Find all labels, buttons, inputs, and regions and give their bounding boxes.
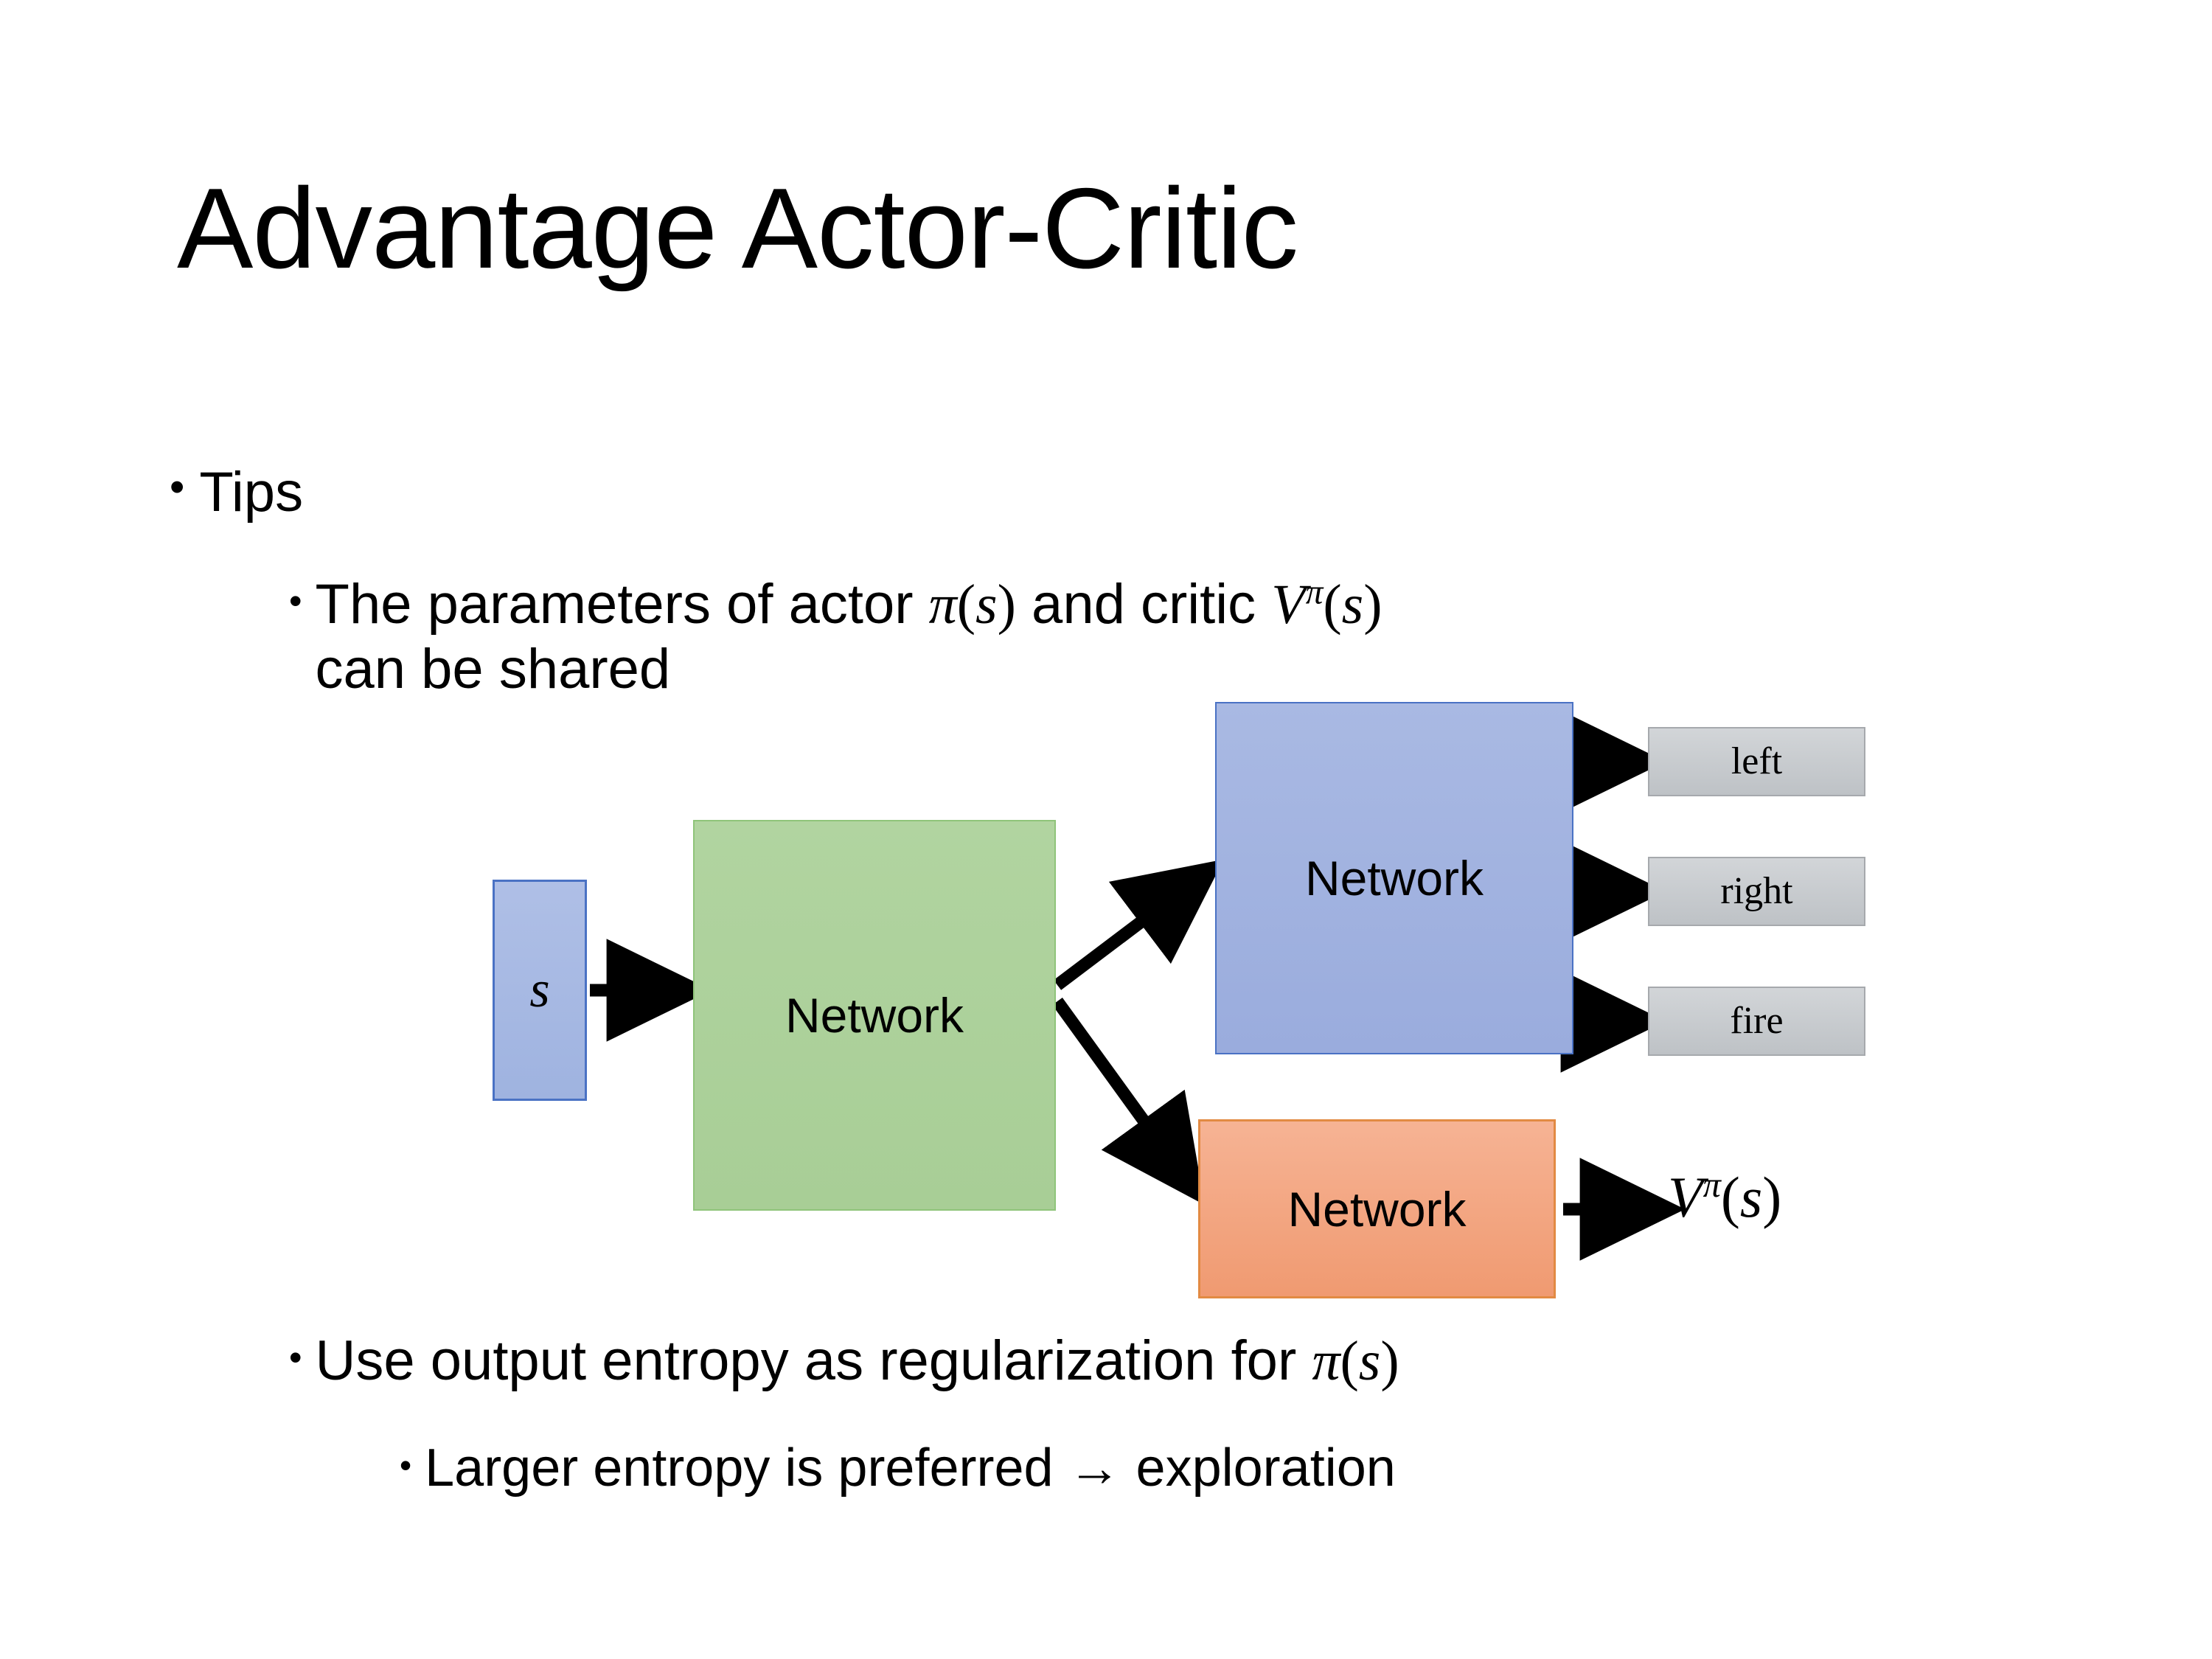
bullet-dot-icon: • [289, 1337, 302, 1378]
bullet-output-entropy-label: Use output entropy as regularization for… [316, 1329, 1399, 1394]
arrow-shared-to-actor [1053, 859, 1224, 990]
bullet-dot-icon: • [400, 1446, 412, 1484]
input-state-label: s [529, 961, 550, 1018]
action-box-left[interactable]: left [1648, 727, 1865, 796]
action-box-right[interactable]: right [1648, 857, 1865, 926]
params-text-pre: The parameters of actor [315, 573, 929, 636]
critic-value-formula: Vπ(s) [1668, 1165, 1782, 1229]
bullet-dot-icon: • [170, 463, 185, 511]
shared-network-box[interactable]: Network [693, 820, 1056, 1211]
action-box-fire[interactable]: fire [1648, 987, 1865, 1056]
actor-network-label: Network [1304, 851, 1484, 905]
arrow-shared-to-critic [1052, 998, 1205, 1206]
params-text-mid: and critic [1015, 573, 1272, 636]
action-label-left: left [1731, 740, 1783, 782]
actor-pi-of-s: π(s) [928, 574, 1016, 636]
bullet-tips: • Tips [170, 460, 303, 525]
bullet-shared-parameters-label: The parameters of actor π(s) and critic … [316, 572, 1382, 702]
action-label-right: right [1720, 870, 1793, 912]
entropy-text-pre: Use output entropy as regularization for [315, 1329, 1312, 1392]
critic-value-output: Vπ(s) [1668, 1164, 1781, 1231]
critic-network-box[interactable]: Network [1198, 1119, 1556, 1298]
critic-v-pi-of-s: Vπ(s) [1271, 573, 1382, 636]
bullet-tips-label: Tips [199, 461, 304, 524]
params-text-line2: can be shared [315, 638, 671, 701]
bullet-output-entropy: • Use output entropy as regularization f… [289, 1329, 1399, 1394]
critic-network-label: Network [1287, 1181, 1467, 1237]
action-label-fire: fire [1730, 1000, 1784, 1042]
entropy-pi-of-s: π(s) [1312, 1330, 1399, 1392]
bullet-larger-entropy-label: Larger entropy is preferred → exploratio… [425, 1439, 1396, 1498]
bullet-dot-icon: • [289, 580, 302, 622]
actor-network-box[interactable]: Network [1215, 702, 1573, 1054]
page-title: Advantage Actor-Critic [177, 164, 1298, 292]
bullet-shared-parameters: • The parameters of actor π(s) and criti… [289, 572, 1382, 702]
shared-network-label: Network [785, 988, 964, 1043]
input-state-box[interactable]: s [493, 880, 587, 1101]
bullet-larger-entropy: • Larger entropy is preferred → explorat… [400, 1438, 1396, 1500]
